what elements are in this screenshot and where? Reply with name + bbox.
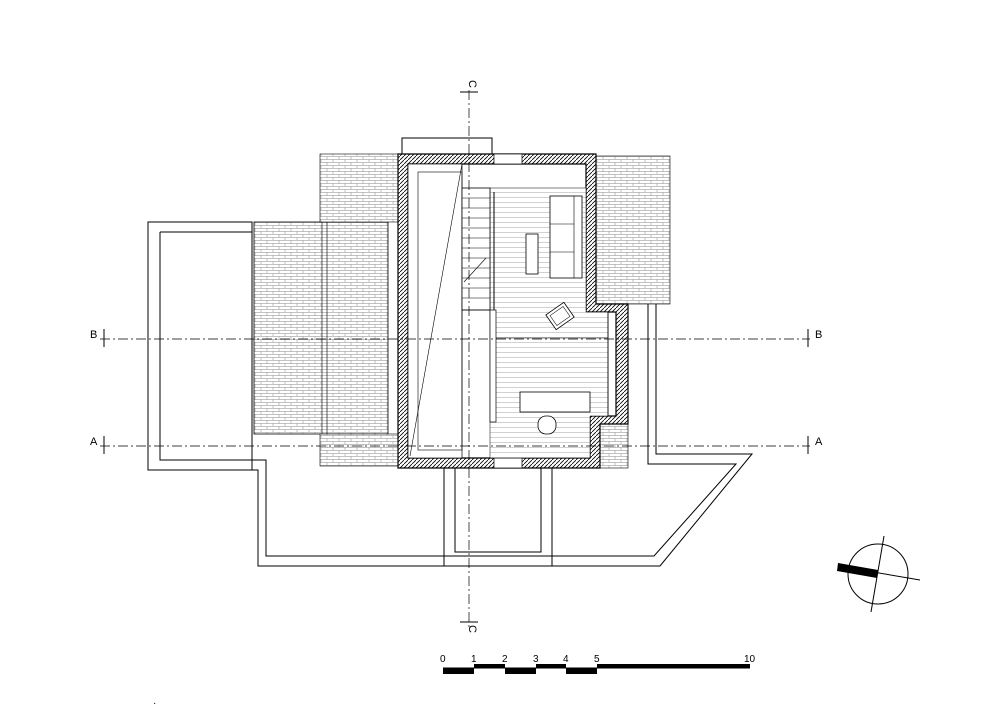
scale-tick-5: 5 bbox=[594, 654, 600, 665]
south-stair-inner bbox=[454, 465, 542, 553]
scale-tick-2: 2 bbox=[502, 654, 508, 665]
scale-tick-10: 10 bbox=[744, 654, 756, 665]
brick-paving-west bbox=[253, 221, 389, 435]
site-outline bbox=[147, 221, 253, 471]
brick-paving-southwest bbox=[319, 433, 399, 467]
void-inner-frame bbox=[417, 171, 463, 451]
scale-tick-1: 1 bbox=[471, 654, 477, 665]
stair bbox=[461, 187, 491, 311]
scale-tick-0: 0 bbox=[440, 654, 446, 665]
terrace-inner-outline bbox=[159, 231, 738, 557]
balustrade bbox=[489, 309, 497, 423]
section-label-c-top: C bbox=[466, 80, 478, 88]
stair-break-line bbox=[463, 257, 487, 283]
sofa bbox=[549, 195, 583, 279]
north-entry-box bbox=[401, 137, 493, 157]
armchair bbox=[545, 301, 575, 331]
section-label-a-left: A bbox=[90, 436, 98, 448]
south-stair-box bbox=[443, 465, 553, 567]
stray-mark: · bbox=[153, 698, 156, 707]
section-label-a-right: A bbox=[815, 436, 823, 448]
brick-paving-north bbox=[319, 153, 399, 223]
section-label-b-right: B bbox=[815, 329, 822, 341]
desk bbox=[519, 391, 591, 413]
scale-tick-3: 3 bbox=[533, 654, 539, 665]
section-label-b-left: B bbox=[90, 329, 97, 341]
void-diagonal bbox=[409, 163, 463, 457]
north-arrow-icon bbox=[837, 535, 921, 613]
window-north bbox=[493, 153, 523, 165]
brick-paving-east bbox=[595, 155, 671, 305]
window-south bbox=[493, 457, 523, 469]
scale-tick-4: 4 bbox=[563, 654, 569, 665]
section-label-c-bottom: C bbox=[466, 625, 478, 633]
terrace-outline bbox=[147, 222, 754, 567]
coffee-table bbox=[525, 233, 539, 275]
scale-bar bbox=[443, 664, 750, 674]
stool bbox=[537, 415, 557, 435]
stair-treads bbox=[462, 197, 490, 299]
